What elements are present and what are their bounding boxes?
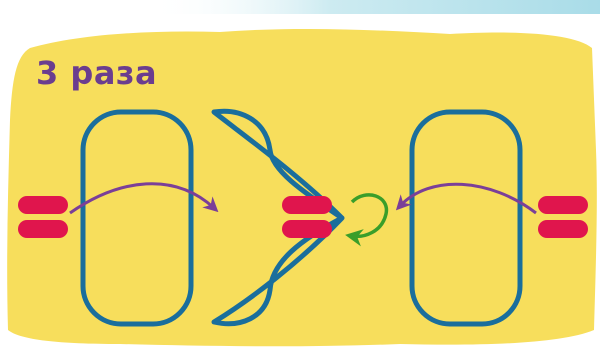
marker xyxy=(18,220,68,238)
marker xyxy=(18,196,68,214)
marker xyxy=(282,220,332,238)
marker xyxy=(282,196,332,214)
repeat-label: 3 раза xyxy=(36,54,157,92)
top-glow xyxy=(150,0,600,14)
marker xyxy=(538,220,588,238)
marker xyxy=(538,196,588,214)
